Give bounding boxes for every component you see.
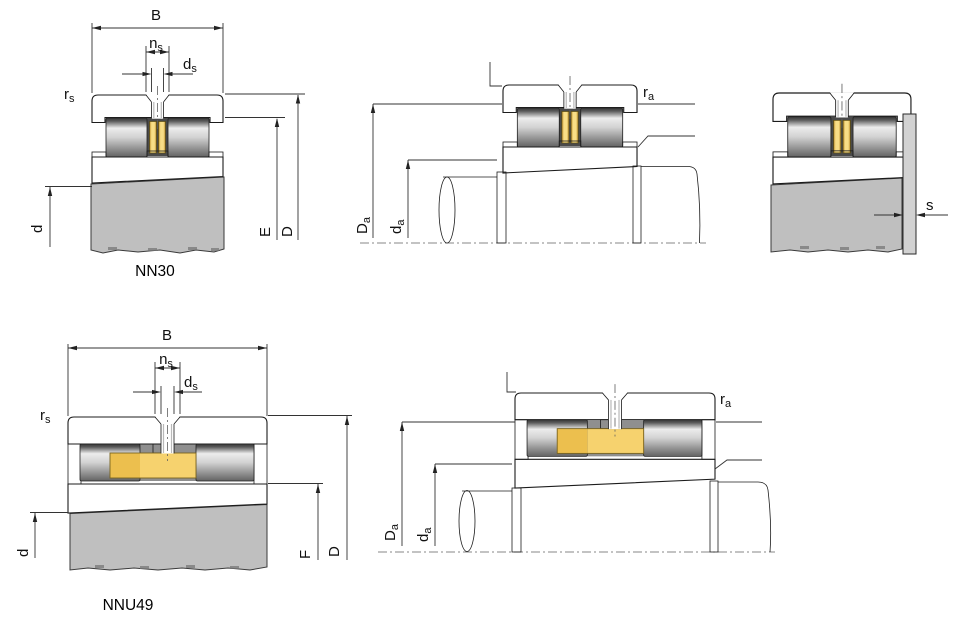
dim-label-D: D	[326, 546, 343, 557]
dim-B-lines	[91, 23, 224, 93]
dim-ds-lines	[133, 386, 202, 414]
shaft-break-marks	[95, 565, 239, 569]
dim-label-E: E	[257, 227, 274, 237]
shaft-break-ellipse	[458, 490, 476, 552]
nn30-offset-diagram: s	[770, 83, 948, 255]
caption-nnu49: NNU49	[103, 597, 154, 614]
nnu49-section-diagram: B ns ds rs d F D NNU49	[15, 327, 352, 614]
dim-D-lines	[225, 93, 305, 240]
shaft-shoulder	[641, 166, 701, 244]
caption-nn30: NN30	[135, 263, 175, 280]
dim-label-Da: Da	[382, 523, 401, 541]
dim-d-lines	[45, 186, 92, 247]
shaft-break-ellipse	[438, 176, 456, 244]
shaft-break-marks	[108, 247, 219, 251]
dim-ds-lines	[122, 68, 193, 92]
nn30-bearing-offset	[772, 83, 912, 185]
dim-D-lines	[268, 415, 352, 560]
nnu49-mounted-diagram: Da da ra	[378, 372, 775, 553]
shaft-cross-section	[69, 503, 268, 571]
dim-ra-lines	[714, 421, 762, 470]
nnu49-bearing-section	[67, 407, 268, 514]
shaft-shoulder	[718, 481, 772, 553]
left-abutment-spacer	[496, 171, 507, 244]
left-abutment-spacer	[511, 487, 522, 553]
dim-label-ds: ds	[183, 56, 197, 75]
nn30-bearing-section	[91, 85, 224, 184]
reference-plate	[902, 113, 917, 255]
dim-label-ds: ds	[184, 374, 198, 393]
dim-label-B: B	[151, 7, 161, 24]
dim-label-ra: ra	[720, 391, 732, 410]
nn30-mounted-diagram: Da da ra	[354, 62, 706, 244]
dim-label-s: s	[926, 197, 934, 214]
shaft-cross-section	[770, 177, 903, 253]
nnu49-bearing-mounted	[514, 383, 716, 489]
dim-da-lines	[407, 159, 497, 238]
dim-label-da: da	[415, 527, 434, 542]
dim-Da-lines	[401, 421, 515, 546]
dim-B-lines	[67, 344, 268, 416]
dim-E-lines	[225, 117, 285, 240]
dim-label-ns: ns	[149, 35, 163, 54]
dim-Da-lines	[372, 103, 502, 238]
dim-F-lines	[268, 483, 323, 560]
dim-label-rs: rs	[64, 86, 75, 105]
dim-label-D: D	[279, 226, 296, 237]
dim-label-F: F	[297, 550, 314, 559]
nn30-bearing-mounted	[502, 75, 638, 174]
dim-label-d: d	[29, 225, 46, 233]
dim-label-B: B	[162, 327, 172, 344]
dim-label-ns: ns	[159, 351, 173, 370]
dim-ra-lines	[637, 103, 695, 148]
dim-label-d: d	[15, 549, 32, 557]
dim-label-Da: Da	[354, 216, 373, 234]
dim-label-ra: ra	[643, 84, 655, 103]
right-abutment-spacer	[632, 165, 642, 244]
dim-label-da: da	[388, 219, 407, 234]
shaft-break-marks	[800, 246, 885, 250]
housing-shoulder-line	[489, 62, 502, 87]
nn30-section-diagram: B ns ds rs d E D NN30	[29, 7, 305, 280]
housing-shoulder-line	[506, 372, 516, 393]
dim-da-lines	[434, 463, 512, 546]
right-abutment-spacer	[709, 480, 719, 553]
shaft-cross-section	[90, 176, 225, 254]
dim-label-rs: rs	[40, 407, 51, 426]
